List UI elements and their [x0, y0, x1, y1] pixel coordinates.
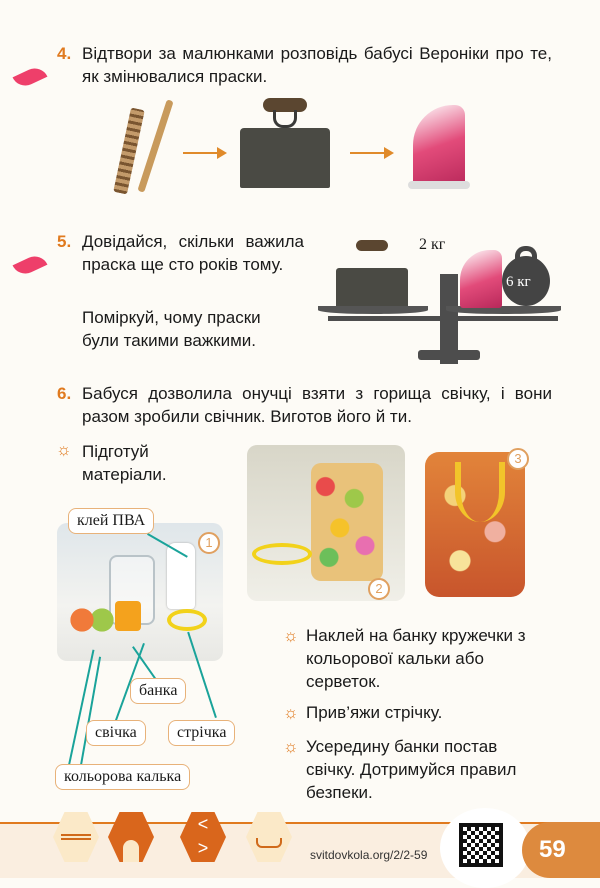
tissue-paper-image [67, 605, 117, 635]
charcoal-iron-image [332, 240, 412, 310]
footer-url[interactable]: svitdovkola.org/2/2-59 [310, 848, 428, 862]
decorated-jar-photo [247, 445, 405, 601]
sun-bullet-icon: ☼ [283, 703, 299, 722]
kettlebell-image [502, 256, 550, 306]
electric-iron-image [460, 250, 502, 308]
task-5-text: Довідайся, скільки важила праска ще сто … [82, 232, 304, 274]
sun-bullet-icon: ☼ [283, 737, 299, 756]
step-3-text: Усередину банки постав свічку. Дотримуйс… [306, 737, 517, 802]
label-glue: клей ПВА [68, 508, 155, 534]
ancient-ironing-tools-image [112, 98, 192, 195]
iron-weight-label: 2 кг [419, 236, 446, 253]
page-number: 59 [539, 836, 566, 863]
charcoal-iron-image [235, 98, 335, 190]
label-jar: банка [130, 678, 187, 704]
step-2-text: Прив’яжи стрічку. [306, 703, 443, 722]
task-5-reflect-text: Поміркуй, чому праски були такими важким… [82, 308, 261, 350]
task-number: 5. [57, 232, 72, 251]
sun-bullet-icon: ☼ [283, 626, 299, 645]
pointer-arrow-icon [12, 251, 48, 279]
arrow-icon [183, 147, 227, 159]
step-badge: 2 [368, 578, 390, 600]
arrow-icon [350, 147, 394, 159]
kettlebell-weight-label: 6 кг [506, 274, 531, 290]
electric-iron-image [408, 95, 473, 195]
step-1-text: Наклей на банку кружечки з кольорової ка… [306, 626, 526, 691]
step-badge: 3 [507, 448, 529, 470]
qr-code-icon[interactable] [459, 823, 503, 867]
finished-candle-holder-photo [425, 452, 525, 597]
ribbon-image [167, 609, 207, 631]
callout-line [80, 656, 102, 766]
prepare-materials-text: Підготуй матеріали. [82, 442, 167, 484]
task-number: 4. [57, 44, 72, 63]
label-tissue-paper: кольорова калька [55, 764, 191, 790]
label-candle: свічка [86, 720, 146, 746]
materials-photo [57, 523, 223, 661]
task-number: 6. [57, 384, 72, 403]
balance-scale-image: 2 кг 6 кг [318, 232, 563, 367]
step-badge: 1 [198, 532, 220, 554]
sun-bullet-icon: ☼ [56, 440, 72, 459]
task-4-text: Відтвори за малюнками розповідь бабусі В… [82, 44, 552, 86]
label-ribbon: стрічка [168, 720, 236, 746]
pointer-arrow-icon [12, 63, 48, 91]
candle-image [115, 601, 141, 631]
task-6-text: Бабуся дозволила онучці взяти з горища с… [82, 384, 552, 426]
page-number-tab [522, 822, 600, 878]
